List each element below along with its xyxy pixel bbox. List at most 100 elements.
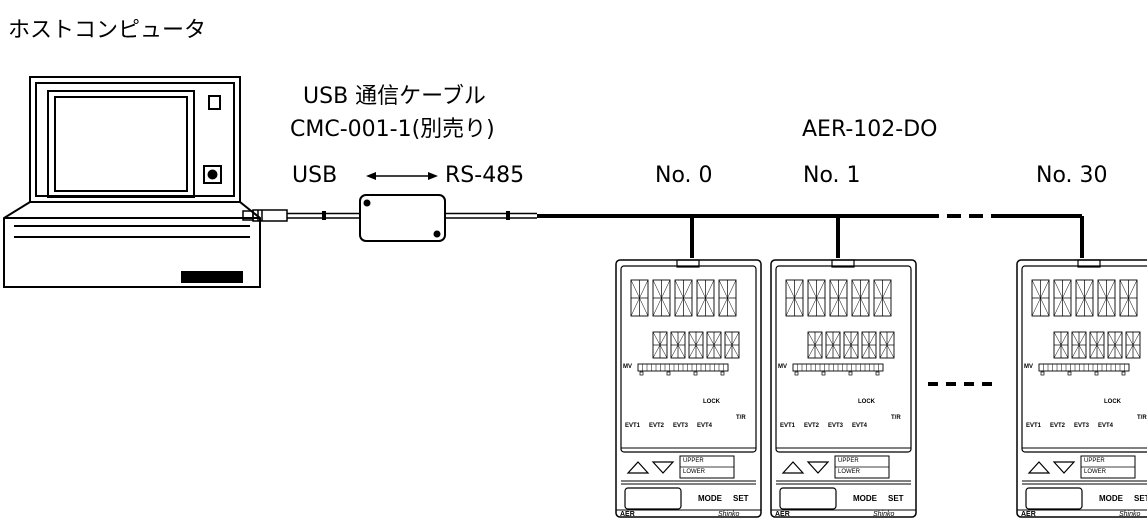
arrow-icon: [366, 172, 438, 180]
sv-digit-seg: [879, 331, 895, 359]
pv-digit-seg: [1119, 279, 1138, 317]
upper-label: UPPER: [1084, 458, 1105, 464]
sv-digit-seg: [861, 331, 877, 359]
unit-no-0: No. 0: [655, 163, 713, 188]
set-button-label: SET: [733, 494, 749, 503]
mv-marker: [720, 371, 725, 376]
sv-digit-seg: [1053, 331, 1069, 359]
evt4-label: EVT4: [1098, 423, 1114, 429]
evt2-label: EVT2: [804, 423, 820, 429]
usb-plug: [242, 209, 288, 222]
maker-logo: Shinko: [718, 511, 740, 518]
mv-marker: [1094, 371, 1099, 376]
upper-label: UPPER: [683, 458, 704, 464]
mv-label: MV: [1024, 364, 1033, 370]
model-label: AER-102-DO: [802, 117, 938, 142]
lock-label: LOCK: [703, 399, 720, 405]
pv-digit-seg: [652, 279, 671, 317]
unit-no-1: No. 1: [803, 163, 861, 188]
sv-digit-seg: [724, 331, 740, 359]
evt3-label: EVT3: [1074, 423, 1090, 429]
evt1-label: EVT1: [780, 423, 796, 429]
pv-digit-seg: [873, 279, 892, 317]
controller-panel: [1016, 259, 1147, 518]
terminal-tab: [676, 259, 700, 268]
converter-box: [359, 194, 446, 242]
mv-marker: [848, 371, 853, 376]
pv-digit-seg: [674, 279, 693, 317]
pv-digit-seg: [851, 279, 870, 317]
cable-name: USB 通信ケーブル: [303, 84, 486, 109]
evt4-label: EVT4: [697, 423, 713, 429]
pv-digit-seg: [1075, 279, 1094, 317]
terminal-tab: [1077, 259, 1101, 268]
pv-digit-seg: [807, 279, 826, 317]
mv-marker: [1040, 371, 1045, 376]
brand-label: AER: [775, 511, 790, 518]
rs485-cable: [445, 211, 1084, 258]
blank-key: [1025, 487, 1083, 510]
sv-digit-seg: [706, 331, 722, 359]
lock-label: LOCK: [1104, 399, 1121, 405]
tr-label: T/R: [1137, 415, 1147, 421]
lower-label: LOWER: [838, 469, 861, 475]
display-frame: [775, 265, 912, 453]
lock-label: LOCK: [858, 399, 875, 405]
tr-label: T/R: [891, 415, 901, 421]
host-label: ホストコンピュータ: [8, 18, 207, 43]
mv-label: MV: [623, 364, 632, 370]
pv-digit-seg: [785, 279, 804, 317]
pv-digit-seg: [829, 279, 848, 317]
up-key-icon: [626, 461, 650, 474]
tr-label: T/R: [736, 415, 746, 421]
upper-label: UPPER: [838, 458, 859, 464]
mv-marker: [1121, 371, 1126, 376]
pv-digit-seg: [1031, 279, 1050, 317]
lower-label: LOWER: [683, 469, 706, 475]
sv-digit-seg: [1107, 331, 1123, 359]
rs485-label: RS-485: [445, 163, 525, 188]
sv-digit-seg: [670, 331, 686, 359]
sv-digit-seg: [807, 331, 823, 359]
lower-label: LOWER: [1084, 469, 1107, 475]
pv-digit-seg: [1053, 279, 1072, 317]
sv-digit-seg: [652, 331, 668, 359]
mv-marker: [821, 371, 826, 376]
blank-key: [624, 487, 682, 510]
mode-button-label: MODE: [1099, 494, 1123, 503]
sv-digit-seg: [1125, 331, 1141, 359]
sv-digit-seg: [843, 331, 859, 359]
pv-digit-seg: [1097, 279, 1116, 317]
display-frame: [620, 265, 757, 453]
terminal-tab: [831, 259, 855, 268]
sv-digit-seg: [825, 331, 841, 359]
mode-button-label: MODE: [698, 494, 722, 503]
cable-model: CMC-001-1(別売り): [290, 117, 495, 142]
mv-marker: [1067, 371, 1072, 376]
evt1-label: EVT1: [625, 423, 641, 429]
sv-digit-seg: [1089, 331, 1105, 359]
evt4-label: EVT4: [852, 423, 868, 429]
evt2-label: EVT2: [649, 423, 665, 429]
brand-label: AER: [620, 511, 635, 518]
mv-marker: [875, 371, 880, 376]
sv-digit-seg: [688, 331, 704, 359]
pv-digit-seg: [630, 279, 649, 317]
down-key-icon: [651, 461, 675, 474]
laptop-icon: [3, 76, 261, 288]
mv-marker: [693, 371, 698, 376]
down-key-icon: [1052, 461, 1076, 474]
maker-logo: Shinko: [873, 511, 895, 518]
blank-key: [779, 487, 837, 510]
mv-label: MV: [778, 364, 787, 370]
brand-label: AER: [1021, 511, 1036, 518]
usb-cable: [287, 211, 360, 220]
controller-panel: [615, 259, 762, 518]
evt3-label: EVT3: [673, 423, 689, 429]
controller-panel: [770, 259, 917, 518]
pv-digit-seg: [718, 279, 737, 317]
evt2-label: EVT2: [1050, 423, 1066, 429]
usb-label: USB: [292, 163, 338, 188]
